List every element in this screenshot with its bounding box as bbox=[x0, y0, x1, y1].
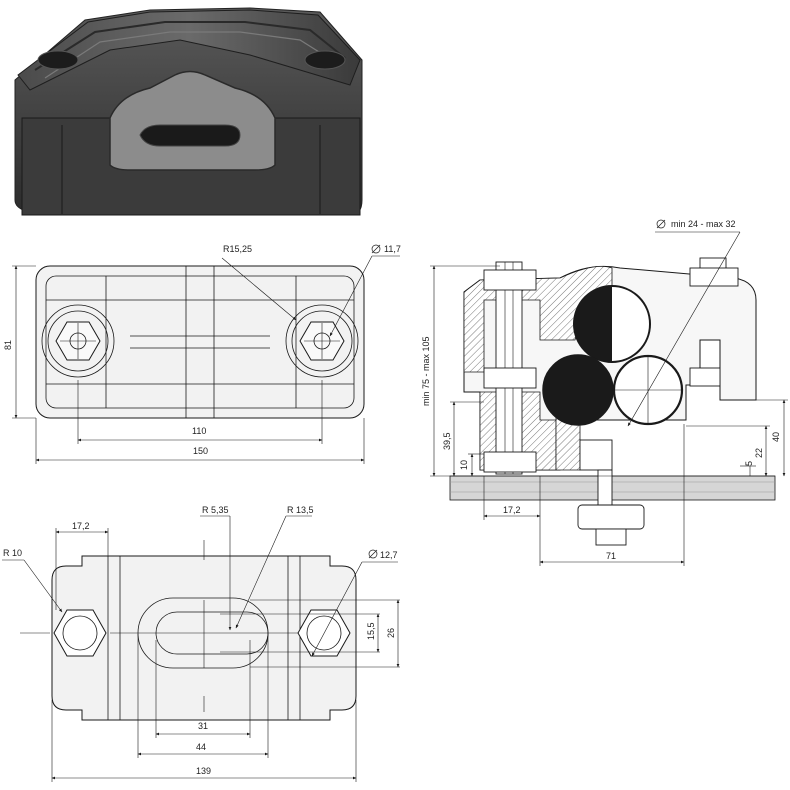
bolt-pocket-right bbox=[304, 50, 346, 70]
cable-left-solid bbox=[542, 354, 614, 426]
dim-cable-range: min 24 - max 32 bbox=[671, 219, 736, 229]
washer-right bbox=[285, 304, 359, 378]
dim-17-2-section: 17,2 bbox=[503, 505, 521, 515]
dim-22: 22 bbox=[754, 448, 764, 458]
dim-height-range: min 75 - max 105 bbox=[421, 336, 431, 406]
dim-bolt-spacing: 110 bbox=[192, 426, 206, 436]
dim-r-10: R 10 bbox=[3, 548, 22, 558]
dim-71: 71 bbox=[606, 551, 616, 561]
diameter-icon bbox=[368, 549, 378, 559]
dim-44: 44 bbox=[196, 742, 206, 752]
top-view-drawing: 81 110 150 R15,25 11,7 bbox=[3, 244, 401, 464]
dim-17-2-bottom: 17,2 bbox=[72, 521, 90, 531]
dim-r-5-35: R 5,35 bbox=[202, 505, 229, 515]
dim-radius: R15,25 bbox=[223, 244, 252, 254]
dim-overall-width: 150 bbox=[193, 446, 208, 456]
dim-31: 31 bbox=[198, 721, 208, 731]
dim-15-5: 15,5 bbox=[366, 622, 376, 640]
bottom-nut bbox=[577, 504, 645, 530]
dim-139: 139 bbox=[196, 766, 211, 776]
dim-10: 10 bbox=[459, 460, 469, 470]
dim-r-13-5: R 13,5 bbox=[287, 505, 314, 515]
washer-left bbox=[41, 304, 115, 378]
cable-top bbox=[573, 285, 651, 363]
dim-hole-diameter-bottom: 12,7 bbox=[380, 550, 398, 560]
diameter-icon bbox=[371, 244, 381, 254]
bolt-pocket-left bbox=[37, 50, 79, 70]
product-render bbox=[14, 7, 363, 216]
slot-opening bbox=[139, 124, 241, 147]
dim-height: 81 bbox=[3, 340, 13, 350]
dim-39-5: 39,5 bbox=[442, 432, 452, 450]
dim-hole-diameter: 11,7 bbox=[384, 244, 401, 254]
mounting-rail bbox=[449, 475, 776, 501]
dim-5: 5 bbox=[744, 461, 754, 466]
diameter-icon bbox=[656, 219, 666, 229]
bottom-view-drawing: 17,2 R 5,35 R 13,5 R 10 12,7 15,5 26 31 … bbox=[2, 505, 400, 782]
dim-26: 26 bbox=[386, 628, 396, 638]
top-view-outline bbox=[35, 265, 365, 419]
dim-40: 40 bbox=[771, 432, 781, 442]
section-view-drawing: min 24 - max 32 min 75 - max 105 39,5 10… bbox=[421, 219, 788, 566]
cable-opening bbox=[109, 70, 276, 171]
